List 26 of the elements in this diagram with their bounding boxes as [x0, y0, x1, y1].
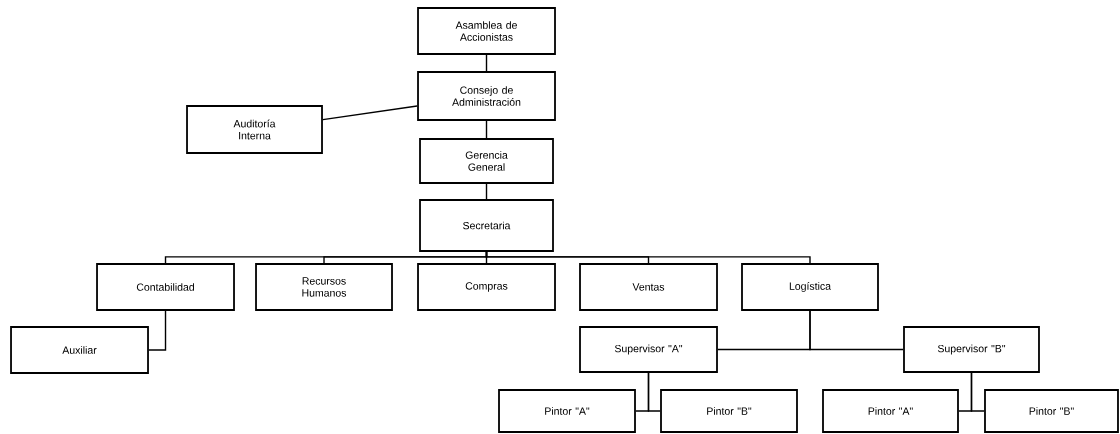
org-box: Compras — [417, 263, 556, 311]
connector-line — [485, 54, 488, 72]
org-box: Supervisor "B" — [903, 326, 1040, 373]
connector-line — [485, 251, 811, 264]
connector-line — [970, 372, 985, 412]
org-box: Pintor "A" — [498, 389, 636, 433]
org-box: Asamblea de Accionistas — [417, 7, 556, 55]
org-box: Pintor "B" — [984, 389, 1119, 433]
org-box: Pintor "B" — [660, 389, 798, 433]
connector-line — [647, 372, 661, 412]
org-box: Secretaria — [419, 199, 554, 252]
connector-line — [148, 310, 167, 351]
org-box: Recursos Humanos — [255, 263, 393, 311]
connector-line — [322, 105, 418, 121]
connector-line — [485, 120, 488, 139]
org-box: Auxiliar — [10, 326, 149, 374]
org-box: Auditoría Interna — [186, 105, 323, 154]
org-box: Gerencia General — [419, 138, 554, 184]
org-box: Ventas — [579, 263, 718, 311]
org-box: Pintor "A" — [822, 389, 959, 433]
connector-line — [809, 310, 904, 351]
org-box: Contabilidad — [96, 263, 235, 311]
connector-line — [485, 183, 488, 200]
org-box: Supervisor "A" — [579, 326, 718, 373]
org-box: Consejo de Administración — [417, 71, 556, 121]
org-box: Logística — [741, 263, 879, 311]
